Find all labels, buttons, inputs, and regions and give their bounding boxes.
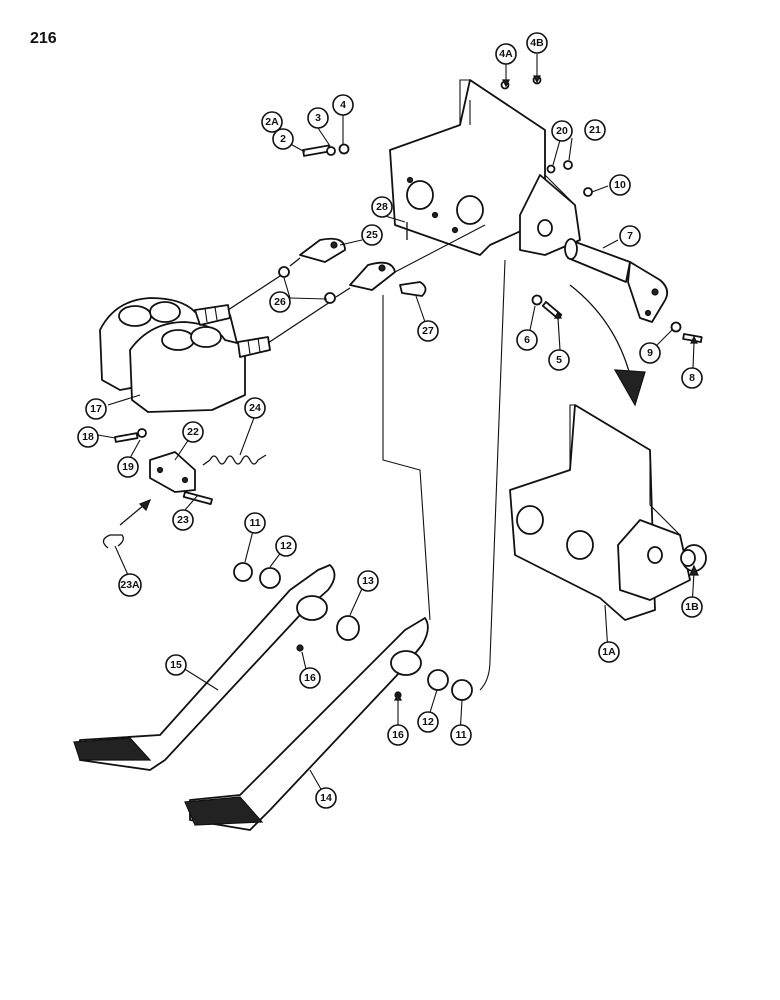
callout-12-upper: 12 bbox=[275, 535, 297, 557]
callout-4A: 4A bbox=[495, 43, 517, 65]
svg-text:4A: 4A bbox=[499, 48, 513, 60]
callout-28: 28 bbox=[371, 196, 393, 218]
callout-26: 26 bbox=[269, 291, 291, 313]
callout-2A: 2A bbox=[261, 111, 283, 133]
svg-text:23: 23 bbox=[177, 514, 189, 526]
svg-text:4B: 4B bbox=[530, 37, 544, 49]
callout-2: 2 bbox=[272, 128, 294, 150]
callout-25: 25 bbox=[361, 224, 383, 246]
svg-text:19: 19 bbox=[122, 461, 134, 473]
svg-text:17: 17 bbox=[90, 403, 102, 415]
callout-24: 24 bbox=[244, 397, 266, 419]
callout-23: 23 bbox=[172, 509, 194, 531]
svg-text:11: 11 bbox=[249, 517, 260, 529]
svg-text:2: 2 bbox=[280, 133, 286, 145]
callout-16-right: 16 bbox=[387, 724, 409, 746]
callout-17: 17 bbox=[85, 398, 107, 420]
svg-text:1B: 1B bbox=[685, 601, 699, 613]
callout-8: 8 bbox=[681, 367, 703, 389]
svg-text:20: 20 bbox=[556, 125, 568, 137]
svg-text:22: 22 bbox=[187, 426, 199, 438]
svg-text:18: 18 bbox=[82, 431, 94, 443]
callout-4B: 4B bbox=[526, 32, 548, 54]
svg-text:7: 7 bbox=[627, 230, 633, 242]
callout-18: 18 bbox=[77, 426, 99, 448]
callout-21: 21 bbox=[584, 119, 606, 141]
callout-15: 15 bbox=[165, 654, 187, 676]
svg-text:16: 16 bbox=[304, 672, 316, 684]
svg-text:2A: 2A bbox=[265, 116, 279, 128]
callout-3: 3 bbox=[307, 107, 329, 129]
callout-23A: 23A bbox=[118, 573, 142, 597]
svg-text:21: 21 bbox=[589, 124, 601, 136]
svg-text:10: 10 bbox=[614, 179, 626, 191]
callout-22: 22 bbox=[182, 421, 204, 443]
lower-hardware bbox=[102, 428, 267, 549]
svg-text:14: 14 bbox=[320, 792, 332, 804]
svg-text:6: 6 bbox=[524, 334, 530, 346]
svg-text:26: 26 bbox=[274, 296, 286, 308]
callout-19: 19 bbox=[117, 456, 139, 478]
svg-text:24: 24 bbox=[249, 402, 261, 414]
clevis-assembly bbox=[278, 222, 486, 304]
pedal-support-bracket bbox=[389, 79, 581, 256]
svg-text:12: 12 bbox=[422, 716, 434, 728]
callout-5: 5 bbox=[548, 349, 570, 371]
svg-text:5: 5 bbox=[556, 354, 562, 366]
callout-12-lower: 12 bbox=[417, 711, 439, 733]
callout-11-lower: 11 bbox=[450, 724, 472, 746]
callout-6: 6 bbox=[516, 329, 538, 351]
callout-27: 27 bbox=[417, 320, 439, 342]
callout-11-upper: 11 bbox=[244, 512, 266, 534]
svg-text:9: 9 bbox=[647, 347, 653, 359]
svg-text:12: 12 bbox=[280, 540, 292, 552]
svg-text:4: 4 bbox=[340, 99, 346, 111]
svg-text:15: 15 bbox=[170, 659, 182, 671]
svg-text:8: 8 bbox=[689, 372, 695, 384]
pedal-assembly bbox=[73, 259, 506, 831]
svg-text:16: 16 bbox=[392, 729, 404, 741]
svg-text:25: 25 bbox=[366, 229, 378, 241]
callout-14: 14 bbox=[315, 787, 337, 809]
svg-text:28: 28 bbox=[376, 201, 388, 213]
callout-1B: 1B bbox=[681, 596, 703, 618]
svg-text:11: 11 bbox=[455, 729, 466, 741]
transition-arrow bbox=[569, 284, 646, 407]
svg-text:3: 3 bbox=[315, 112, 321, 124]
master-cylinders bbox=[99, 275, 331, 413]
svg-text:27: 27 bbox=[422, 325, 434, 337]
callout-9: 9 bbox=[639, 342, 661, 364]
callout-10: 10 bbox=[609, 174, 631, 196]
bracket-assembly-1A bbox=[509, 404, 707, 621]
callout-20: 20 bbox=[551, 120, 573, 142]
callout-13: 13 bbox=[357, 570, 379, 592]
svg-text:23A: 23A bbox=[120, 579, 140, 591]
callout-4: 4 bbox=[332, 94, 354, 116]
callout-1A: 1A bbox=[598, 641, 620, 663]
svg-text:13: 13 bbox=[362, 575, 374, 587]
svg-text:1A: 1A bbox=[602, 646, 616, 658]
callout-16-left: 16 bbox=[299, 667, 321, 689]
page-number: 216 bbox=[30, 30, 57, 47]
callout-7: 7 bbox=[619, 225, 641, 247]
